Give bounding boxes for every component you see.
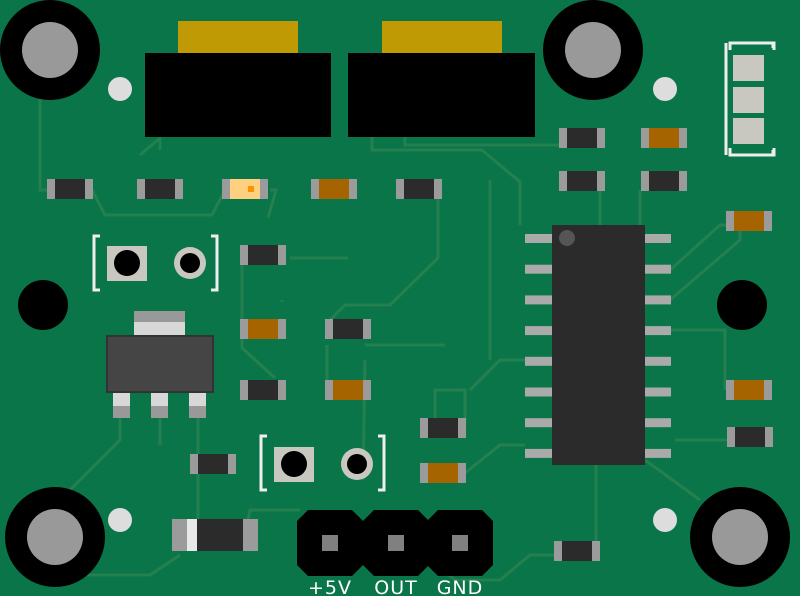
capacitor [325, 380, 371, 400]
resistor [240, 245, 286, 265]
jumper-2[interactable] [259, 434, 386, 492]
header-pin-out[interactable]: OUT [363, 510, 429, 596]
ic-pin [525, 418, 553, 428]
resistor [420, 418, 466, 438]
resistor [325, 319, 371, 339]
resistor [240, 380, 286, 400]
ic-pin [644, 234, 671, 243]
smd-components [47, 128, 773, 561]
voltage-regulator [106, 311, 214, 418]
resistor [559, 128, 605, 148]
ic-pin [525, 326, 553, 336]
pin-pad [388, 535, 404, 551]
ic-pin [644, 448, 671, 458]
ic-pin [525, 264, 553, 274]
ic-pin [525, 448, 553, 458]
header-pin-label: +5V [308, 577, 352, 596]
resistor [554, 541, 600, 561]
ic-pin [525, 387, 553, 397]
header-pin-label: GND [437, 577, 484, 596]
capacitor [726, 211, 772, 231]
resistor [137, 179, 183, 199]
resistor [190, 454, 236, 474]
capacitor [420, 463, 466, 483]
resistor [641, 171, 687, 191]
resistor [47, 179, 93, 199]
led [222, 179, 268, 199]
header-pin-gnd[interactable]: GND [427, 510, 493, 596]
ic-pin [525, 295, 553, 305]
ic-chip [525, 225, 671, 465]
top-connectors [145, 21, 535, 137]
ic-pin [525, 234, 553, 243]
header-pin-plus5v[interactable]: +5V [297, 510, 363, 596]
header-pin-label: OUT [374, 577, 417, 596]
resistor [727, 427, 773, 447]
diode [172, 519, 258, 551]
fiducial-dots [108, 77, 677, 532]
ic-pin [525, 356, 553, 366]
ic-pin [644, 326, 671, 336]
capacitor [641, 128, 687, 148]
capacitor [726, 380, 772, 400]
resistor [396, 179, 442, 199]
pin-pad [322, 535, 338, 551]
jumper-1[interactable] [92, 234, 219, 292]
ic-pin [644, 295, 671, 305]
ic-pin [644, 418, 671, 428]
ic-pin [644, 356, 671, 366]
ic-pin [644, 264, 671, 274]
ic-pin [644, 387, 671, 397]
resistor [559, 171, 605, 191]
led-bar-indicator [724, 41, 776, 157]
mounting-holes [0, 0, 790, 587]
capacitor [240, 319, 286, 339]
via-holes [18, 280, 767, 330]
pin-header[interactable]: +5V OUT GND [297, 510, 493, 596]
capacitor [311, 179, 357, 199]
pin-pad [452, 535, 468, 551]
